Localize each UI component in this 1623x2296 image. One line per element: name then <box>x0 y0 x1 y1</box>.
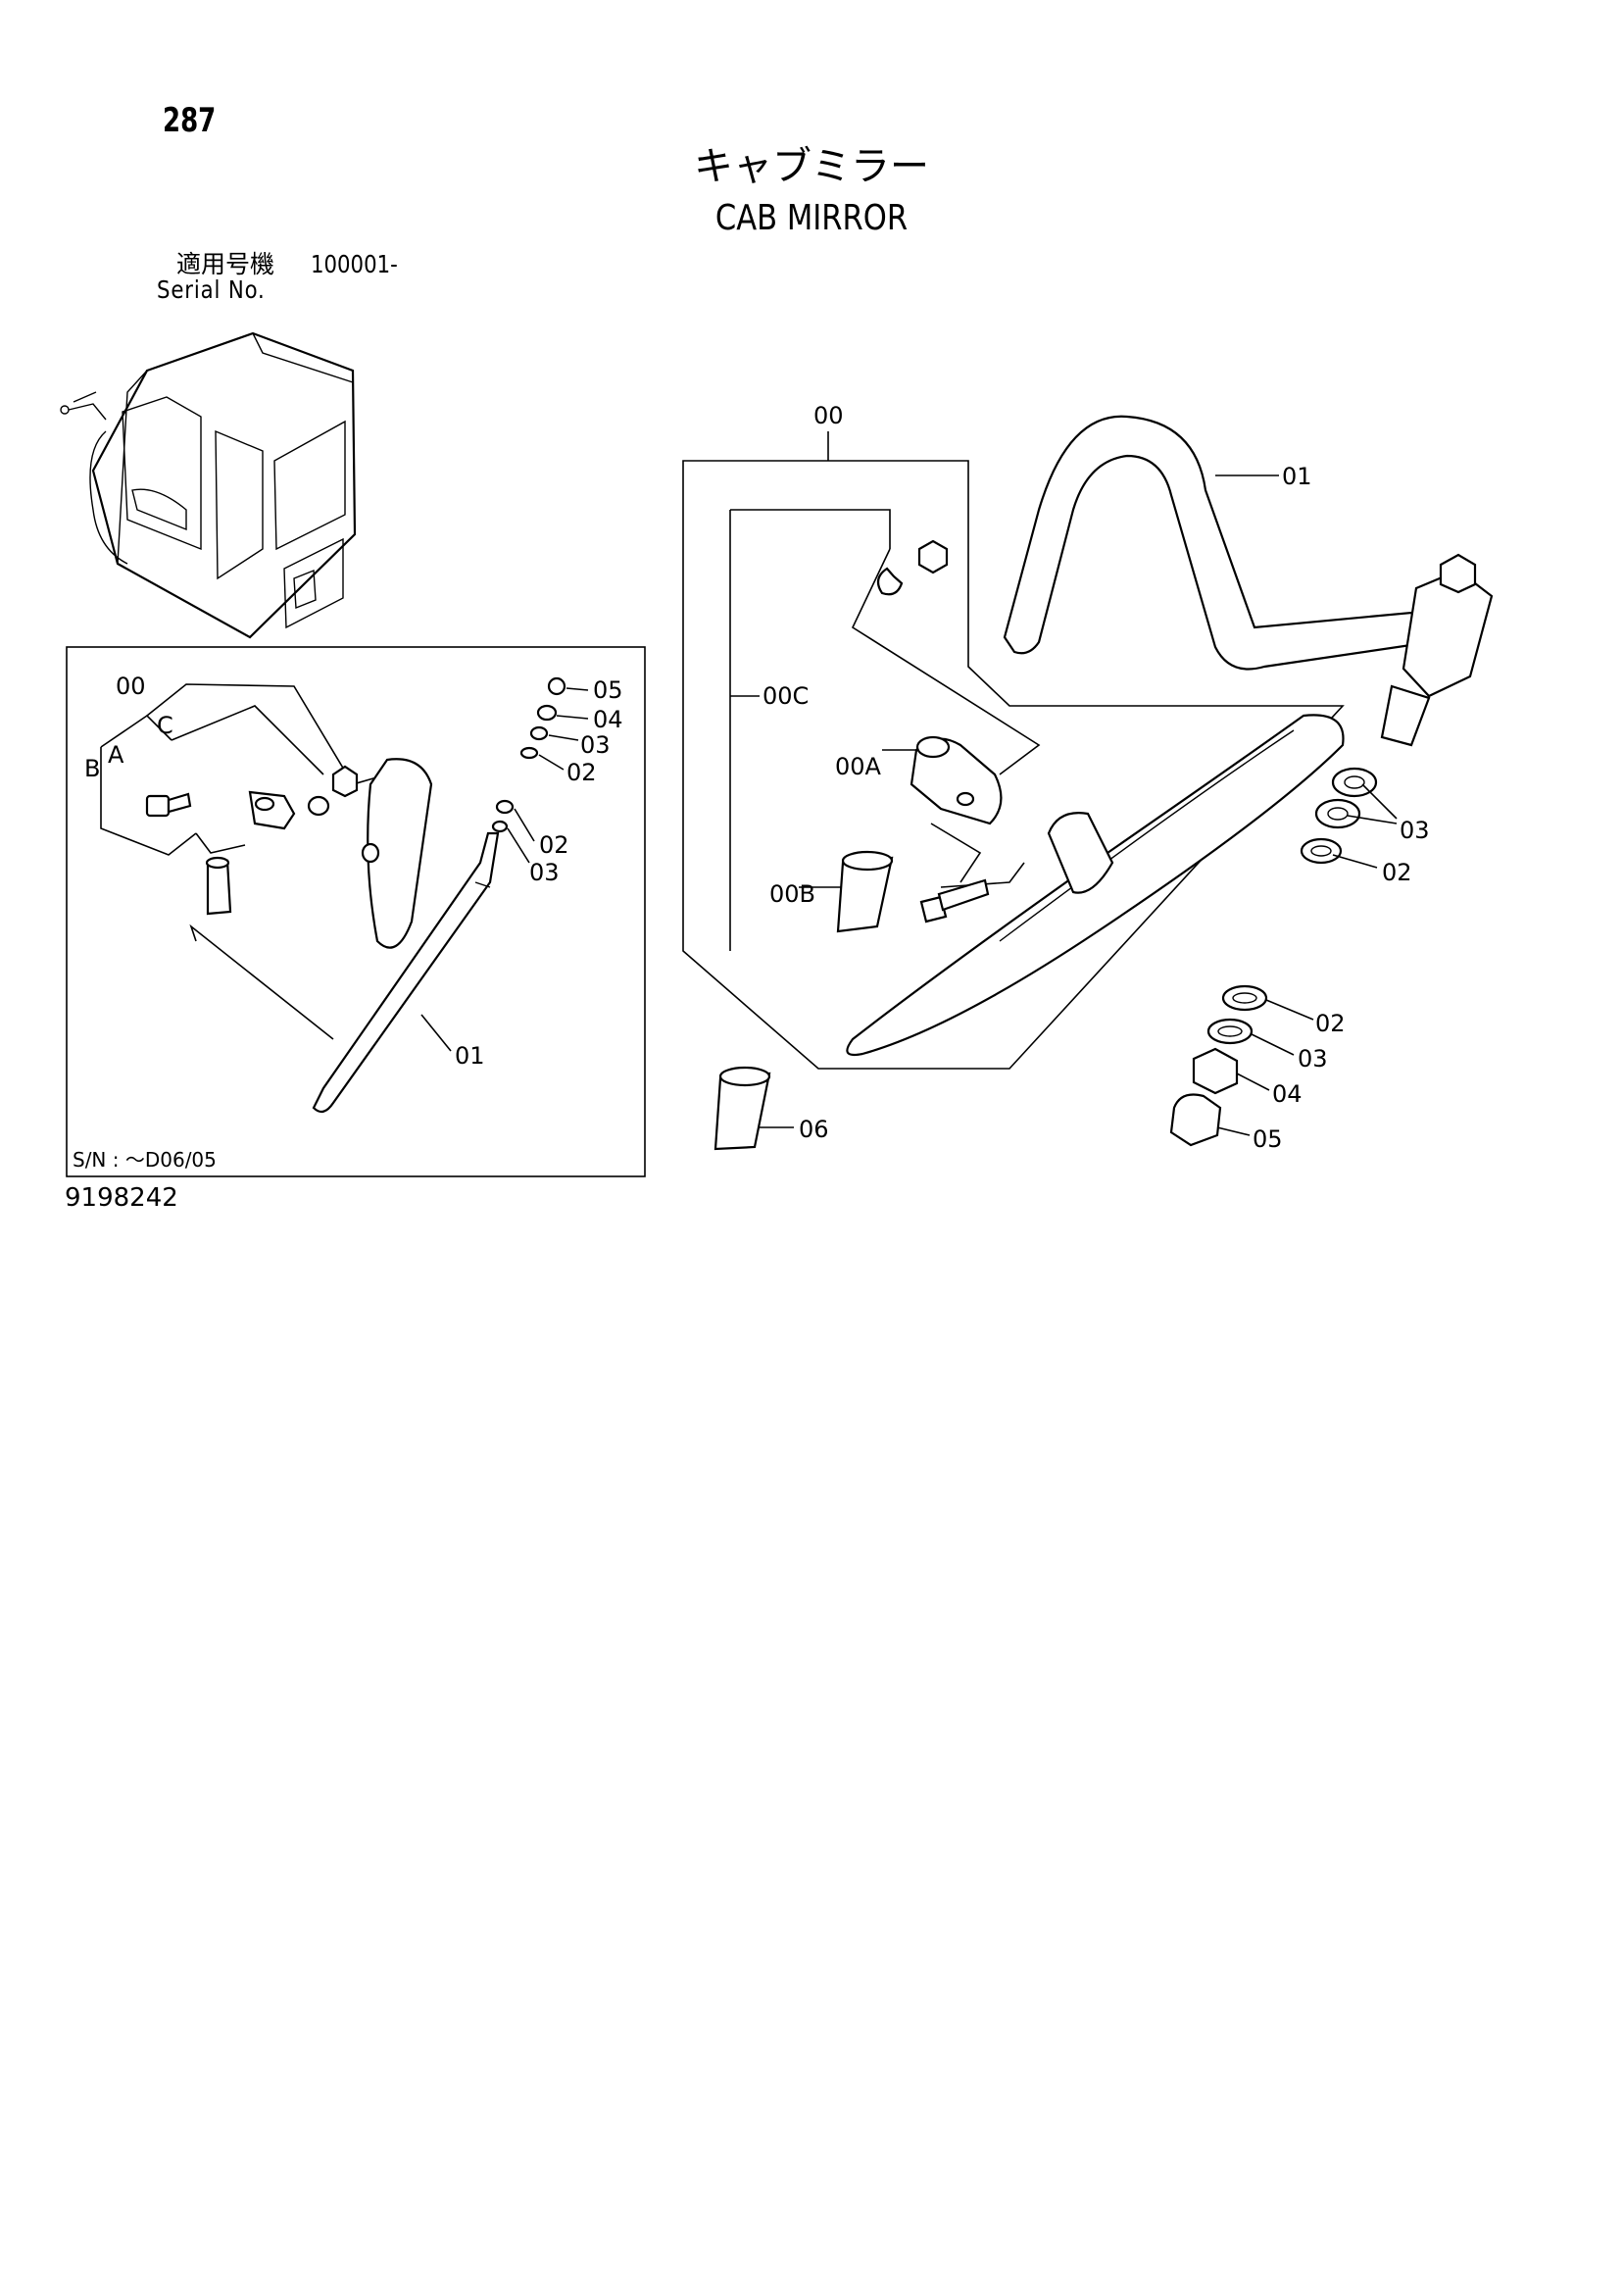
inset-callout-a: A <box>108 741 124 769</box>
main-nut-04 <box>1192 1047 1239 1095</box>
main-washer-right-1 <box>1331 767 1378 798</box>
main-washer-right-3 <box>1300 837 1343 865</box>
main-bolt <box>919 878 990 923</box>
main-exploded-view: 00 01 00C 00A 00B 03 02 02 03 04 05 06 <box>682 402 1494 1153</box>
main-callout-00c: 00C <box>762 682 809 710</box>
inset-serial-note: S/N : ～D06/05 <box>73 1148 217 1172</box>
main-stay-01 <box>1003 415 1433 671</box>
inset-callout-03-mid: 03 <box>529 859 560 886</box>
main-mirror-socket <box>1047 812 1114 894</box>
main-washer-bottom-03 <box>1206 1018 1254 1045</box>
main-callout-03-right: 03 <box>1400 817 1430 844</box>
inset-callout-01: 01 <box>455 1042 485 1070</box>
main-callout-03-bottom: 03 <box>1298 1045 1328 1073</box>
inset-callout-c: C <box>157 712 173 739</box>
main-callout-06: 06 <box>799 1116 829 1143</box>
main-bushing-06 <box>713 1066 771 1151</box>
main-callout-00a: 00A <box>835 753 882 780</box>
main-washer-right-2 <box>1314 798 1361 829</box>
main-callout-02-bottom: 02 <box>1315 1010 1346 1037</box>
title-japanese: キャブミラー <box>694 144 929 189</box>
cab-illustration <box>60 331 357 639</box>
main-callout-00b: 00B <box>769 880 815 908</box>
inset-callout-02-mid: 02 <box>539 831 569 859</box>
main-snap-ring <box>876 567 904 596</box>
inset-callout-04: 04 <box>593 706 623 733</box>
inset-washer <box>307 795 330 817</box>
main-clamp-00a <box>910 735 1003 825</box>
serial-range: 100001- <box>311 250 398 278</box>
exploded-parts-diagram: 00 A B C 05 04 03 02 02 03 01 S/N : ～D06… <box>60 331 1494 1177</box>
drawing-number: 9198242 <box>65 1183 178 1213</box>
inset-bushing <box>205 856 232 916</box>
inset-callout-assy: 00 <box>116 673 146 700</box>
main-bushing-00b <box>836 850 894 933</box>
serial-label-english: Serial No. <box>157 275 266 304</box>
main-mirror <box>846 714 1345 1057</box>
main-callout-05-bottom: 05 <box>1253 1125 1283 1153</box>
inset-box: 00 A B C 05 04 03 02 02 03 01 S/N : ～D06… <box>66 646 646 1177</box>
inset-nut <box>331 765 359 798</box>
main-callout-04-bottom: 04 <box>1272 1080 1303 1108</box>
inset-callout-05: 05 <box>593 676 623 704</box>
main-swivel-block <box>1380 553 1494 747</box>
serial-label-japanese: 適用号機 <box>176 250 275 278</box>
main-callout-02-right: 02 <box>1382 859 1412 886</box>
main-washer-bottom-02 <box>1221 984 1268 1012</box>
inset-bolt <box>145 792 192 818</box>
inset-callout-b: B <box>84 755 100 782</box>
inset-stay <box>312 831 500 1114</box>
page-number: 287 <box>163 101 217 140</box>
main-callout-01: 01 <box>1282 463 1312 490</box>
inset-callout-03-top: 03 <box>580 731 611 759</box>
inset-callout-02-top: 02 <box>566 759 597 786</box>
main-callout-assy: 00 <box>813 402 844 429</box>
title-english: CAB MIRROR <box>714 198 909 238</box>
main-nut-top <box>917 539 949 574</box>
inset-clamp <box>248 790 296 830</box>
main-cap-nut-05 <box>1169 1093 1222 1147</box>
